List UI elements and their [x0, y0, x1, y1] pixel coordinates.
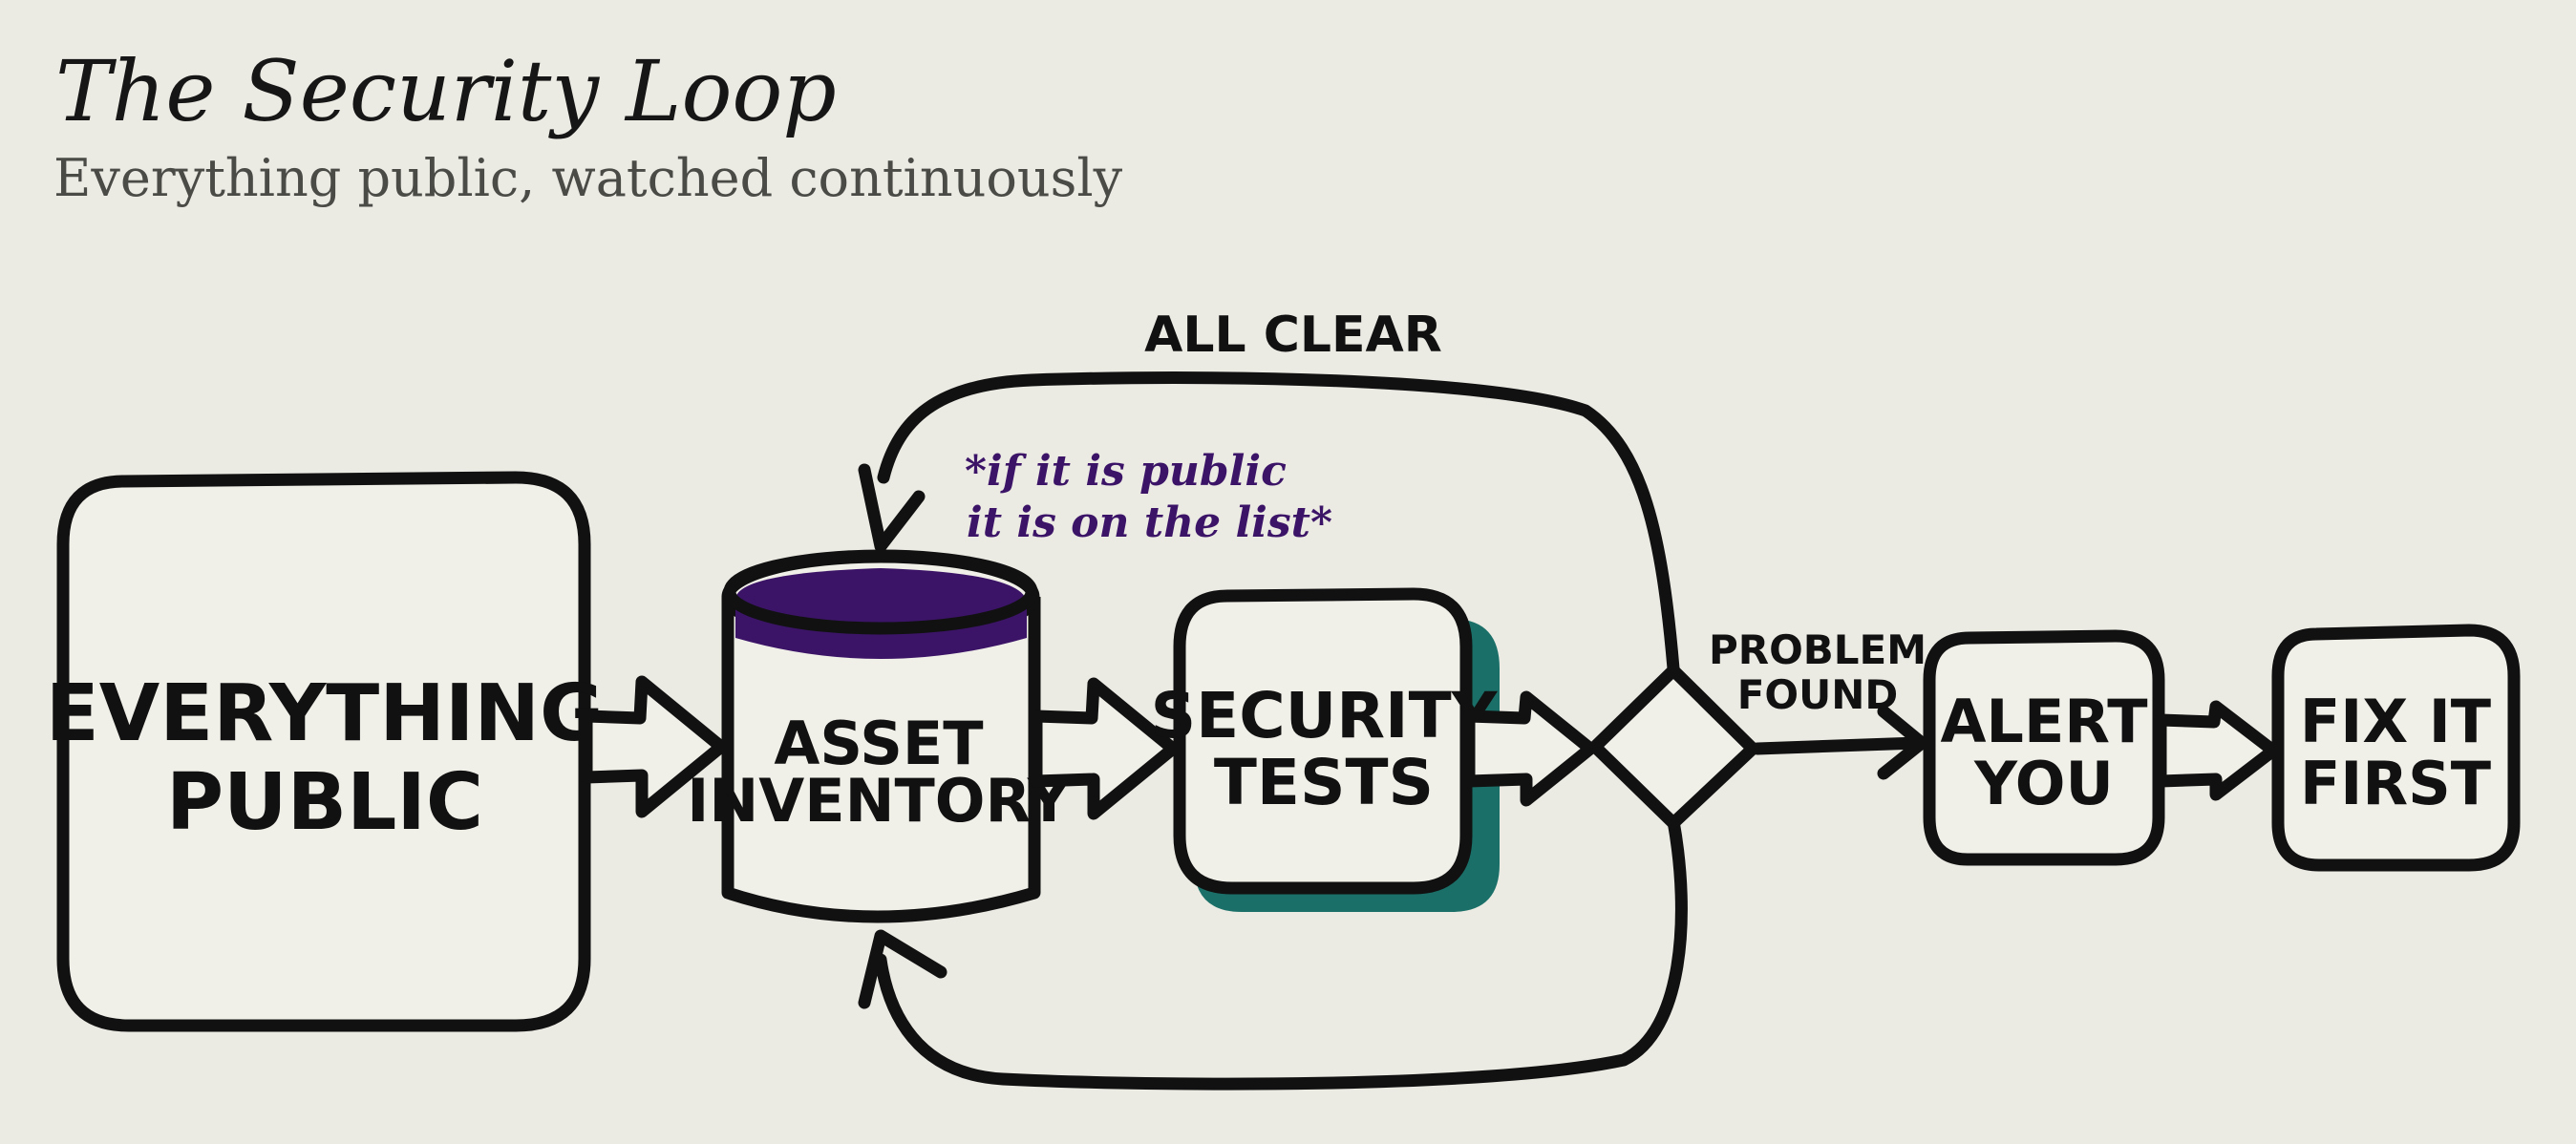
arrow-public-to-inventory	[580, 675, 728, 818]
inventory-top-fill	[735, 568, 1027, 659]
arrow-problem-found-head	[1877, 705, 1928, 780]
arrow-problem-found	[1751, 736, 1925, 755]
problem-found-label-line2: FOUND	[1737, 671, 1899, 718]
security-tests-label-line2: TESTS	[1214, 746, 1434, 819]
page-title: The Security Loop	[55, 42, 837, 140]
all-clear-loop-top	[877, 371, 1680, 675]
asset-inventory-label-line1: ASSET	[774, 709, 983, 778]
inventory-note-line1: *if it is public	[965, 447, 1287, 496]
decision-diamond	[1588, 664, 1759, 830]
asset-inventory-cylinder	[721, 549, 1041, 923]
arrow-tests-to-decision	[1462, 690, 1597, 807]
all-clear-label: ALL CLEAR	[1144, 307, 1442, 364]
all-clear-loop-bottom	[874, 815, 1688, 1091]
page-subtitle: Everything public, watched continuously	[53, 148, 1123, 208]
inventory-note-line2: it is on the list*	[967, 498, 1332, 547]
everything-public-label-line2: PUBLIC	[166, 757, 483, 848]
asset-inventory-label-line2: INVENTORY	[687, 766, 1072, 836]
arrow-inventory-to-tests	[1030, 677, 1180, 820]
fix-it-first-label-line2: FIRST	[2300, 749, 2491, 818]
alert-you-label-line1: ALERT	[1940, 687, 2147, 756]
everything-public-box	[56, 471, 591, 1032]
everything-public-label-line1: EVERYTHING	[46, 668, 605, 759]
security-tests-label-line1: SECURITY	[1151, 679, 1499, 752]
arrow-alert-to-fix	[2154, 700, 2280, 801]
fix-it-first-label-line1: FIX IT	[2300, 687, 2491, 756]
security-tests-box	[1173, 587, 1473, 895]
fix-it-first-box	[2271, 624, 2521, 872]
alert-you-box	[1923, 629, 2165, 866]
all-clear-arrowhead-top	[858, 463, 926, 553]
alert-you-label-line2: YOU	[1973, 749, 2114, 818]
problem-found-label-line1: PROBLEM	[1709, 626, 1927, 673]
all-clear-arrowhead-bottom	[858, 929, 947, 1009]
